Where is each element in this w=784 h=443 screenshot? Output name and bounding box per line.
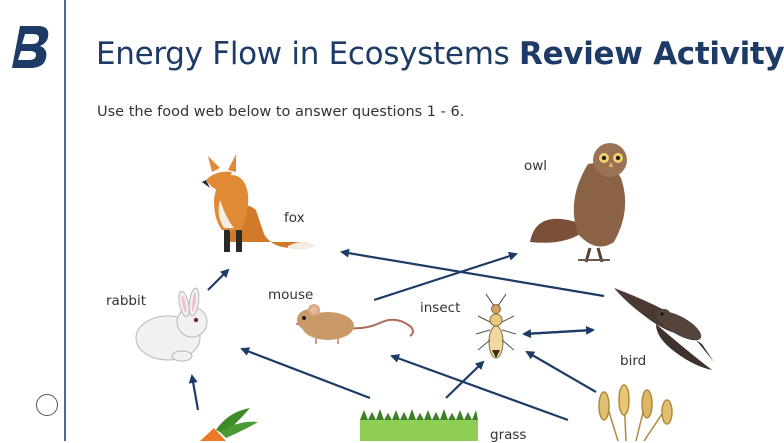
arrow-wheat-to-insect bbox=[525, 350, 597, 393]
arrow-mouse-to-owl bbox=[373, 251, 518, 302]
arrow-grass-to-insect bbox=[445, 360, 485, 399]
insect-illustration bbox=[475, 293, 517, 359]
navigation-dot-button[interactable] bbox=[36, 394, 58, 416]
arrow-bird-to-insect bbox=[522, 328, 594, 339]
grass-illustration bbox=[360, 409, 478, 441]
owl-illustration bbox=[530, 143, 627, 263]
label-grass: grass bbox=[490, 427, 527, 443]
label-rabbit: rabbit bbox=[106, 293, 147, 309]
mouse-illustration bbox=[296, 304, 414, 344]
label-fox: fox bbox=[284, 210, 305, 226]
arrow-carrot-to-rabbit bbox=[188, 374, 200, 411]
title-bold: Review Activity bbox=[519, 36, 784, 72]
label-insect: insect bbox=[420, 300, 461, 316]
arrow-bird-to-fox bbox=[340, 248, 605, 298]
arrow-grass-to-mouse bbox=[240, 347, 371, 400]
title-light: Energy Flow in Ecosystems bbox=[96, 36, 510, 72]
arrow-rabbit-to-fox bbox=[207, 268, 230, 291]
page-title: Energy Flow in Ecosystems Review Activit… bbox=[96, 36, 784, 72]
label-bird: bird bbox=[620, 353, 647, 369]
bird-illustration bbox=[614, 288, 714, 370]
instructions-text: Use the food web below to answer questio… bbox=[97, 104, 465, 120]
label-mouse: mouse bbox=[268, 287, 314, 303]
carrot-illustration bbox=[200, 408, 258, 441]
wheat-illustration bbox=[598, 384, 673, 441]
fox-illustration bbox=[202, 154, 316, 252]
food-web-diagram bbox=[135, 143, 714, 441]
left-sidebar bbox=[0, 0, 66, 441]
label-owl: owl bbox=[524, 158, 548, 174]
arrow-wheat-to-mouse bbox=[390, 354, 569, 422]
rabbit-illustration bbox=[135, 287, 208, 362]
brand-logo-icon bbox=[12, 26, 49, 68]
